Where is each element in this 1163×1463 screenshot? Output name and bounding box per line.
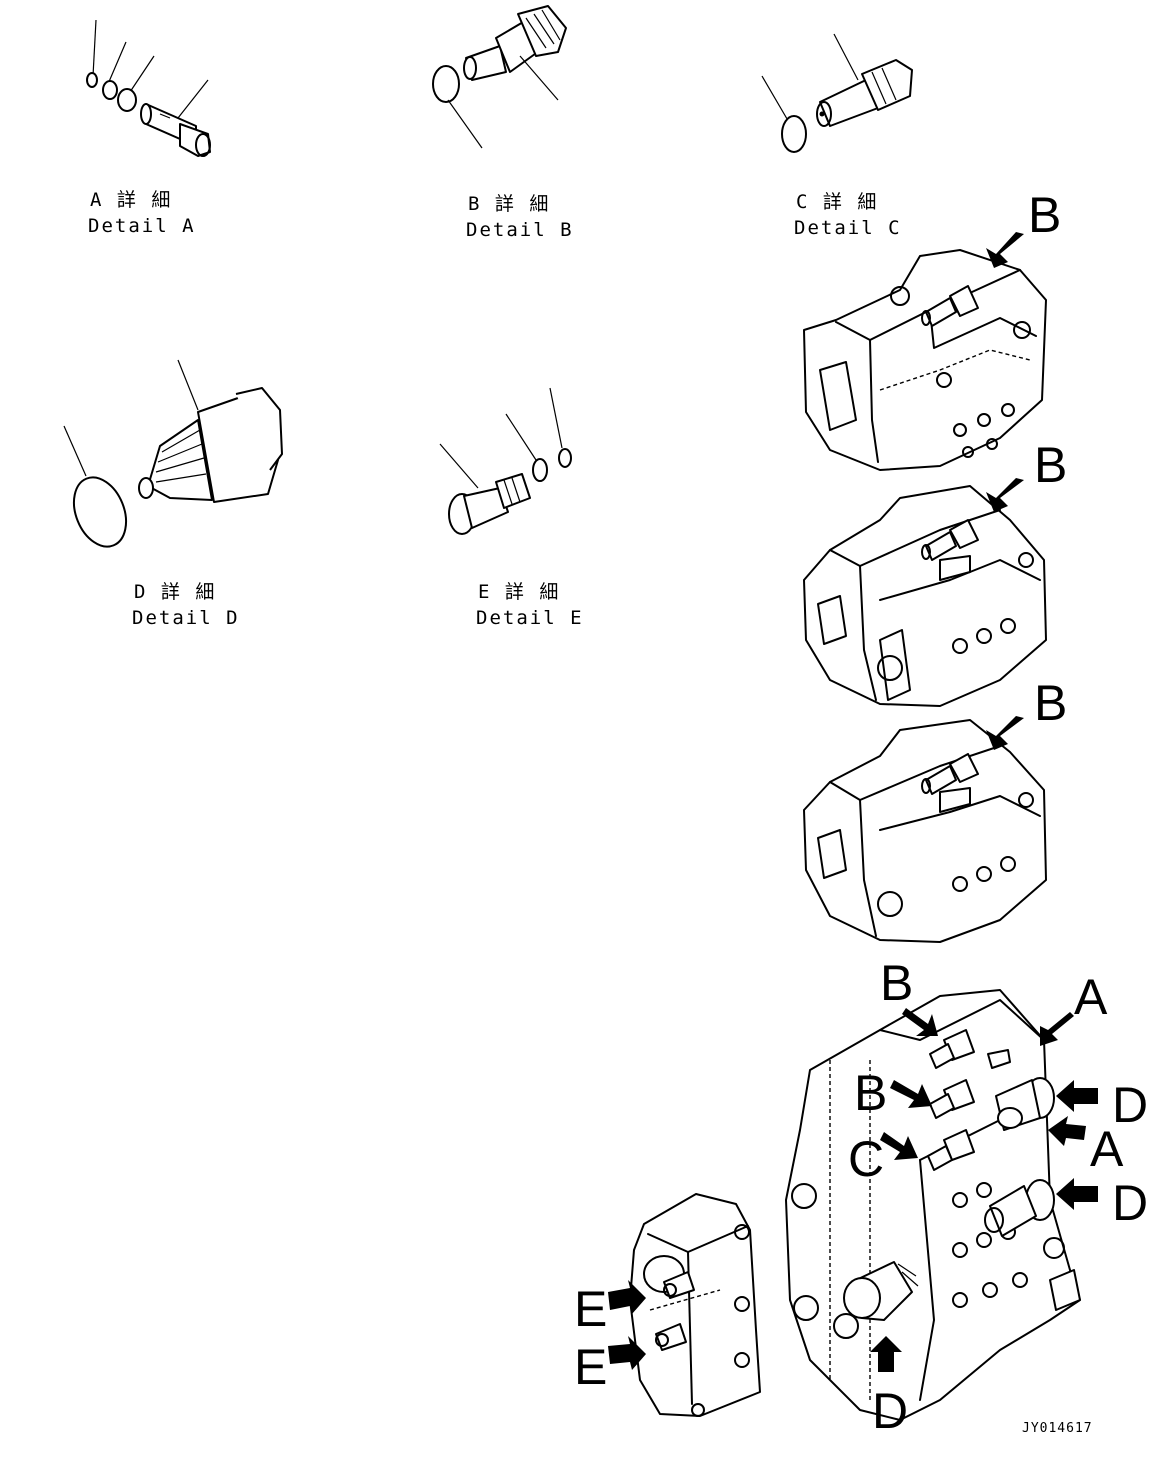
callout-main-b-mid: B — [854, 1065, 887, 1121]
callout-main-d-bottom: D — [872, 1383, 908, 1439]
arrow-main-b-top — [902, 1008, 938, 1036]
detail-d-title-jp: D 詳 細 — [134, 581, 216, 603]
detail-a-exploded-view — [86, 19, 211, 157]
drawing-code: JY014617 — [1022, 1421, 1093, 1436]
callout-e-bottom: E — [574, 1339, 607, 1395]
detail-e-exploded-view — [439, 387, 572, 535]
arrow-main-d-1 — [1056, 1080, 1098, 1112]
valve-block-middle — [803, 485, 1047, 707]
arrow-main-d-2 — [1056, 1178, 1098, 1210]
detail-d-exploded-view — [63, 359, 283, 548]
callout-e-top: E — [574, 1281, 607, 1337]
detail-b-title-en: Detail B — [466, 219, 574, 241]
valve-block-lower — [803, 719, 1047, 943]
detail-b-title-jp: B 詳 細 — [468, 193, 550, 215]
arrow-main-b-mid — [890, 1080, 932, 1108]
arrow-e-bottom — [608, 1336, 646, 1370]
callout-main-d-2: D — [1112, 1175, 1148, 1231]
arrow-main-a-top — [1040, 1012, 1074, 1046]
arrow-e-top — [608, 1280, 646, 1314]
arrow-main-d-bottom — [870, 1336, 902, 1372]
callout-b2: B — [1034, 437, 1067, 493]
arrow-b2 — [986, 478, 1024, 512]
callout-b1: B — [1028, 187, 1061, 243]
detail-e-title-jp: E 詳 細 — [478, 581, 560, 603]
arrow-main-c — [880, 1132, 918, 1160]
detail-d-title-en: Detail D — [132, 607, 240, 629]
detail-a-title-en: Detail A — [88, 215, 196, 237]
callout-b3: B — [1034, 675, 1067, 731]
arrow-b1 — [986, 232, 1024, 268]
arrow-b3 — [986, 716, 1024, 750]
detail-c-title-en: Detail C — [794, 217, 902, 239]
detail-c-title-jp: C 詳 細 — [796, 191, 878, 213]
detail-b-exploded-view — [432, 5, 567, 149]
callout-main-d-1: D — [1112, 1077, 1148, 1133]
detail-e-title-en: Detail E — [476, 607, 584, 629]
valve-block-top — [803, 249, 1047, 471]
detail-c-exploded-view — [761, 33, 913, 153]
side-valve-block — [629, 1193, 761, 1417]
detail-a-title-jp: A 詳 細 — [90, 189, 172, 211]
main-valve-body — [785, 989, 1081, 1421]
callout-main-a-2: A — [1090, 1121, 1124, 1177]
callout-main-b-top: B — [880, 955, 913, 1011]
callout-main-a-top: A — [1074, 969, 1108, 1025]
callout-main-c: C — [848, 1131, 884, 1187]
arrow-main-a-2 — [1048, 1116, 1086, 1146]
